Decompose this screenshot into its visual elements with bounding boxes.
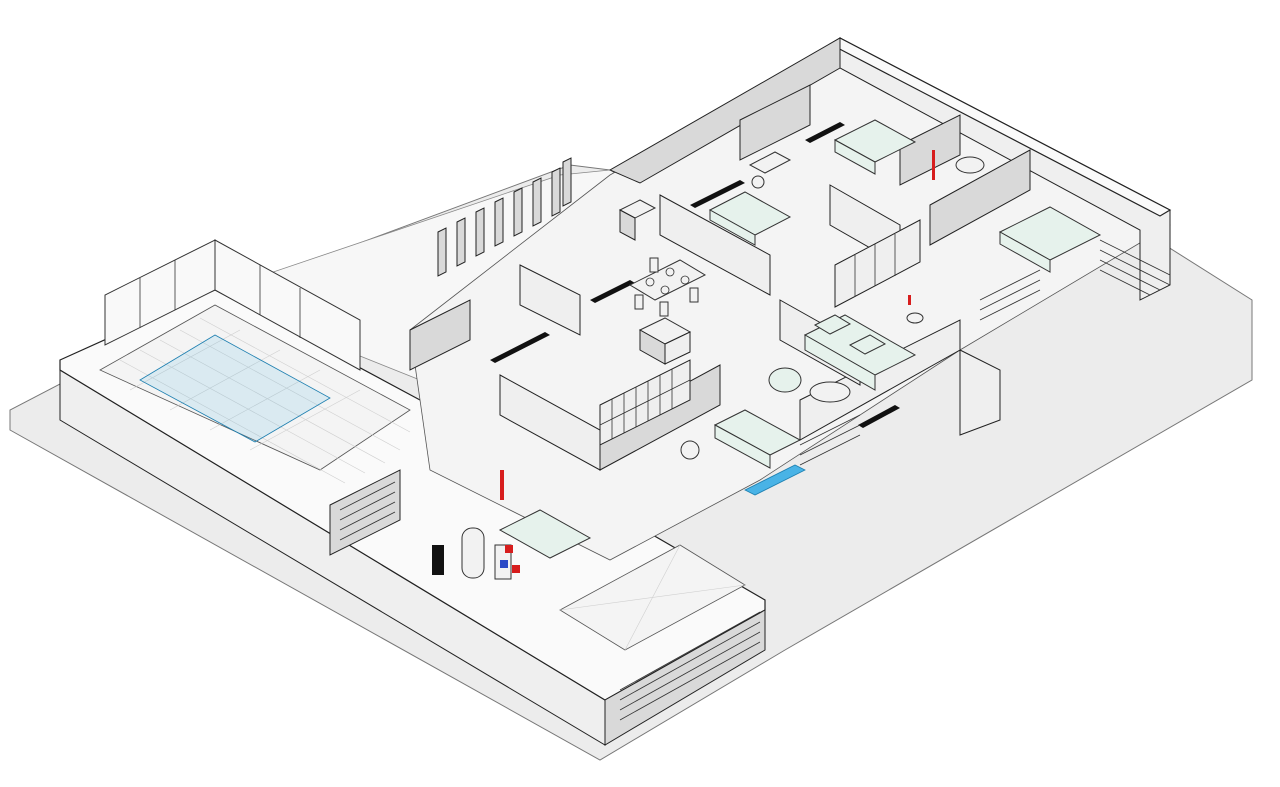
bed-left: [708, 191, 792, 246]
living-sofa: [768, 314, 917, 403]
steam-room: [329, 469, 592, 559]
outdoor-grill: [618, 199, 657, 241]
study-sofa: [680, 409, 802, 469]
bookshelf: [599, 359, 691, 446]
walk-in-wardrobe: [834, 219, 921, 308]
bathroom-fixtures: [906, 150, 985, 324]
pool-water: [139, 334, 331, 443]
kitchen-island: [638, 317, 692, 365]
pool-deck-tiles: [119, 317, 411, 484]
window-openings: [490, 122, 900, 428]
bed-right: [998, 206, 1102, 273]
pool-enclosure: [59, 239, 766, 746]
end-terrace-louvers: [619, 611, 761, 721]
exterior-fins: [437, 157, 572, 277]
study-water-channel: [744, 464, 806, 496]
desk-with-chair: [748, 151, 792, 189]
outer-walls: [608, 37, 1172, 441]
bed-top: [833, 119, 917, 175]
pool-glass-railing: [104, 239, 361, 371]
dining-table: [628, 257, 707, 317]
utility-room-equipment: [432, 470, 520, 580]
right-facade-cladding: [799, 239, 1171, 466]
